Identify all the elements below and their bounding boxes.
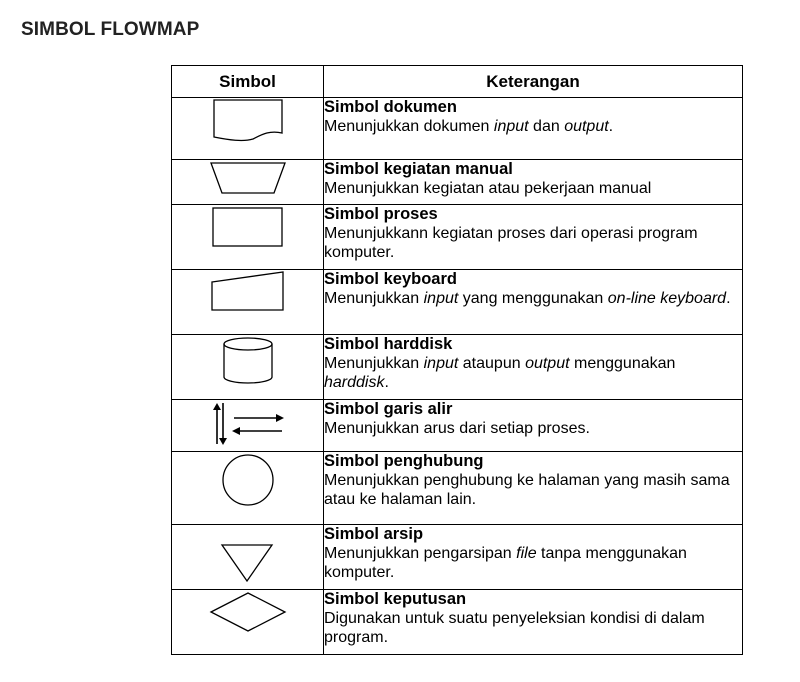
process-symbol-icon bbox=[211, 207, 283, 247]
symbol-column-header: Simbol bbox=[171, 65, 324, 98]
archive-symbol-icon bbox=[220, 544, 274, 583]
symbol-description: Menunjukkann kegiatan proses dari operas… bbox=[324, 225, 698, 261]
symbol-description: Menunjukkan input yang menggunakan on-li… bbox=[324, 290, 731, 307]
symbol-description: Menunjukkan arus dari setiap proses. bbox=[324, 420, 590, 437]
description-column-header: Keterangan bbox=[323, 65, 743, 98]
symbol-title: Simbol arsip bbox=[324, 525, 424, 543]
symbol-title: Simbol garis alir bbox=[324, 400, 453, 418]
symbol-title: Simbol keputusan bbox=[324, 590, 467, 608]
page-title: SIMBOL FLOWMAP bbox=[21, 19, 200, 40]
symbol-description: Menunjukkan kegiatan atau pekerjaan manu… bbox=[324, 180, 652, 197]
table-row: Simbol dokumen Menunjukkan dokumen input… bbox=[171, 97, 743, 160]
symbol-title: Simbol dokumen bbox=[324, 98, 457, 116]
table-header-row: Simbol Keterangan bbox=[171, 65, 743, 98]
manual-operation-symbol-icon bbox=[209, 162, 286, 194]
table-row: Simbol harddisk Menunjukkan input ataupu… bbox=[171, 334, 743, 400]
decision-symbol-icon bbox=[209, 592, 286, 632]
symbol-description: Digunakan untuk suatu penyeleksian kondi… bbox=[324, 610, 705, 646]
flowmap-symbol-table: Simbol Keterangan Simbol dokumen Menunju… bbox=[171, 65, 743, 655]
symbol-description: Menunjukkan input ataupun output menggun… bbox=[324, 355, 676, 391]
table-row: Simbol keputusan Digunakan untuk suatu p… bbox=[171, 589, 743, 655]
symbol-title: Simbol harddisk bbox=[324, 335, 453, 353]
table-row: Simbol arsip Menunjukkan pengarsipan fil… bbox=[171, 524, 743, 590]
symbol-title: Simbol kegiatan manual bbox=[324, 160, 513, 178]
harddisk-symbol-icon bbox=[222, 337, 273, 384]
symbol-title: Simbol penghubung bbox=[324, 452, 484, 470]
table-row: Simbol penghubung Menunjukkan penghubung… bbox=[171, 451, 743, 525]
keyboard-symbol-icon bbox=[210, 271, 284, 311]
flow-line-symbol-icon bbox=[212, 403, 284, 445]
symbol-title: Simbol proses bbox=[324, 205, 438, 223]
document-symbol-icon bbox=[212, 99, 283, 142]
table-row: Simbol garis alir Menunjukkan arus dari … bbox=[171, 399, 743, 452]
symbol-description: Menunjukkan pengarsipan file tanpa mengg… bbox=[324, 545, 687, 581]
symbol-description: Menunjukkan penghubung ke halaman yang m… bbox=[324, 472, 730, 508]
symbol-description: Menunjukkan dokumen input dan output. bbox=[324, 118, 614, 135]
table-row: Simbol proses Menunjukkann kegiatan pros… bbox=[171, 204, 743, 270]
table-row: Simbol kegiatan manual Menunjukkan kegia… bbox=[171, 159, 743, 205]
connector-symbol-icon bbox=[221, 454, 274, 506]
symbol-title: Simbol keyboard bbox=[324, 270, 457, 288]
table-row: Simbol keyboard Menunjukkan input yang m… bbox=[171, 269, 743, 335]
